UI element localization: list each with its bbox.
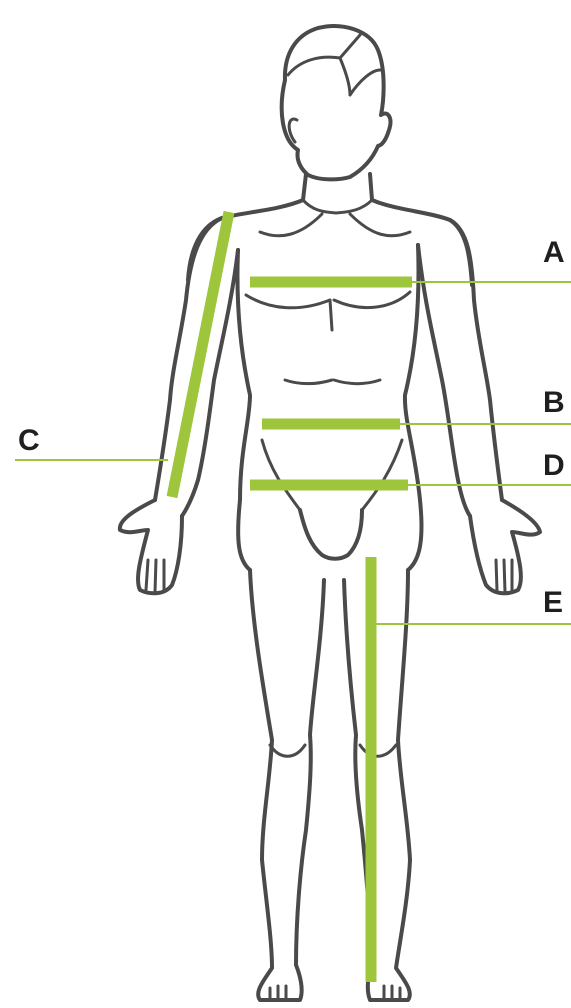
hair-line	[288, 35, 380, 95]
left-leg-outline	[250, 570, 324, 1000]
label-a: A	[543, 236, 565, 269]
right-fingers	[496, 560, 512, 592]
label-c: C	[18, 424, 40, 457]
measurements	[15, 212, 571, 982]
groin-outline	[300, 510, 362, 559]
right-leg-outline	[344, 570, 410, 1000]
head-outline	[282, 26, 391, 179]
ear-left	[289, 119, 297, 142]
label-d: D	[543, 449, 565, 482]
knee-detail	[270, 745, 396, 756]
chest-detail	[246, 292, 410, 330]
left-fingers	[146, 560, 164, 592]
right-arm-outline	[418, 220, 502, 516]
body-figure	[120, 26, 540, 1000]
label-e: E	[543, 586, 563, 619]
left-hand	[120, 500, 182, 593]
toes	[270, 986, 400, 1000]
torso-outline	[238, 245, 422, 570]
label-b: B	[543, 386, 565, 419]
